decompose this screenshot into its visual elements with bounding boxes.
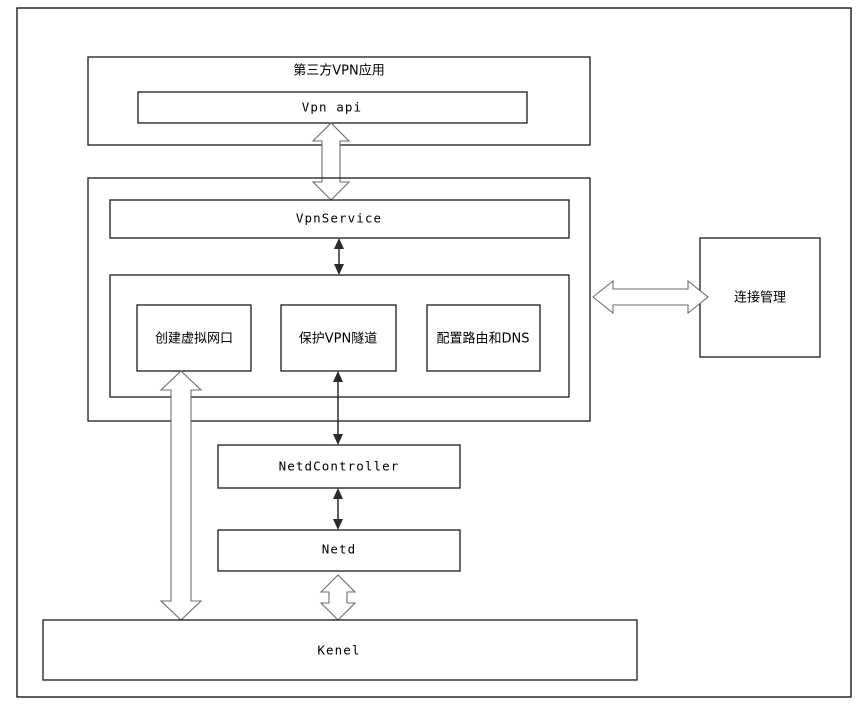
vpn-api-box[interactable] bbox=[137, 91, 528, 124]
connection-manager-label: 连接管理 bbox=[734, 290, 786, 306]
protect-tunnel-to-netdcontroller-arrow bbox=[333, 371, 343, 445]
protect-vpn-tunnel-box[interactable] bbox=[280, 304, 397, 372]
connection-manager-box[interactable] bbox=[699, 237, 821, 358]
framework-container bbox=[87, 177, 591, 422]
netd-controller-box[interactable] bbox=[217, 444, 461, 489]
netd-label: Netd bbox=[322, 542, 357, 557]
vpn-service-label: VpnService bbox=[296, 211, 382, 226]
third-party-app-label: 第三方VPN应用 bbox=[293, 63, 384, 79]
config-route-dns-box[interactable] bbox=[426, 304, 541, 372]
config-route-dns-label: 配置路由和DNS bbox=[437, 331, 530, 347]
create-virtual-nic-label: 创建虚拟网口 bbox=[155, 332, 233, 347]
netd-controller-label: NetdController bbox=[279, 459, 400, 474]
framework-to-connection-manager-arrow bbox=[592, 279, 709, 315]
kernel-box[interactable] bbox=[42, 619, 638, 681]
vpn-service-box[interactable] bbox=[109, 199, 570, 239]
vpn-api-label: Vpn api bbox=[302, 100, 362, 115]
vpnservice-to-inner-arrow bbox=[334, 238, 344, 275]
vpn-capabilities-container bbox=[109, 274, 570, 398]
netd-box[interactable] bbox=[217, 529, 461, 572]
create-virtual-nic-box[interactable] bbox=[136, 304, 252, 372]
netdcontroller-to-netd-arrow bbox=[333, 488, 343, 530]
protect-vpn-tunnel-label: 保护VPN隧道 bbox=[299, 331, 377, 347]
kernel-label: Kenel bbox=[317, 643, 360, 658]
